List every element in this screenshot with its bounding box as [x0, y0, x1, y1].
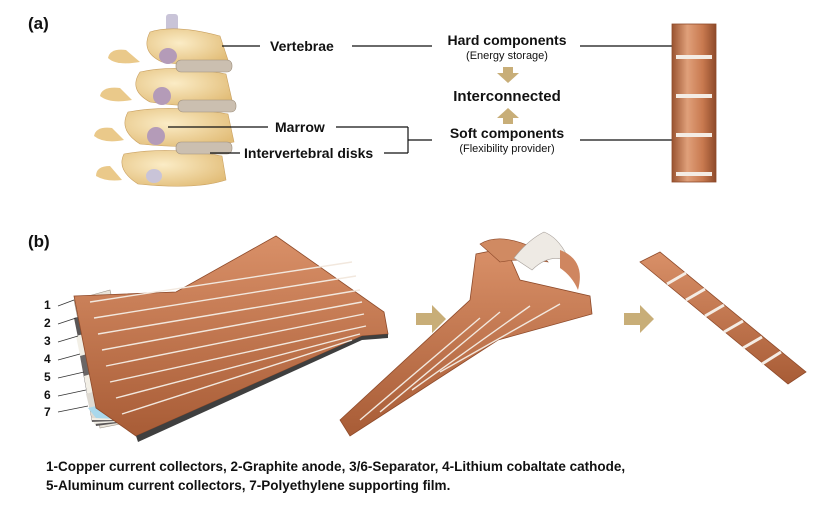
hard-components-label: Hard components [447, 32, 567, 48]
multilayer-stack-illustration [57, 235, 389, 442]
interconnect-arrows [497, 67, 519, 124]
layer-number-1: 1 [44, 298, 51, 312]
energy-storage-label: (Energy storage) [466, 50, 548, 62]
panel-a-label: (a) [28, 14, 49, 33]
strip-slits [89, 261, 367, 415]
layer-number-4: 4 [44, 352, 51, 366]
flexibility-provider-label: (Flexibility provider) [459, 143, 555, 155]
panel-a-connector-lines [168, 45, 682, 154]
caption-line-2: 5-Aluminum current collectors, 7-Polyeth… [46, 478, 451, 493]
layer-number-3: 3 [44, 334, 51, 348]
layer-number-5: 5 [44, 370, 51, 384]
layer-number-2: 2 [44, 316, 51, 330]
layer-number-6: 6 [44, 388, 51, 402]
process-arrows [416, 305, 654, 333]
interconnected-label: Interconnected [453, 88, 561, 105]
layer-number-7: 7 [44, 405, 51, 419]
caption-line-1: 1-Copper current collectors, 2-Graphite … [46, 459, 626, 474]
vertebrae-label: Vertebrae [270, 38, 334, 54]
panel-b-label: (b) [28, 232, 50, 251]
folding-process-illustration [339, 231, 593, 437]
layer-leader-lines [57, 299, 89, 413]
intervertebral-disks-label: Intervertebral disks [244, 145, 374, 161]
marrow-label: Marrow [275, 119, 325, 135]
segmented-battery-strip [671, 23, 717, 183]
spine-illustration [94, 14, 237, 187]
soft-components-label: Soft components [449, 125, 565, 141]
final-segmented-strip [639, 251, 807, 385]
